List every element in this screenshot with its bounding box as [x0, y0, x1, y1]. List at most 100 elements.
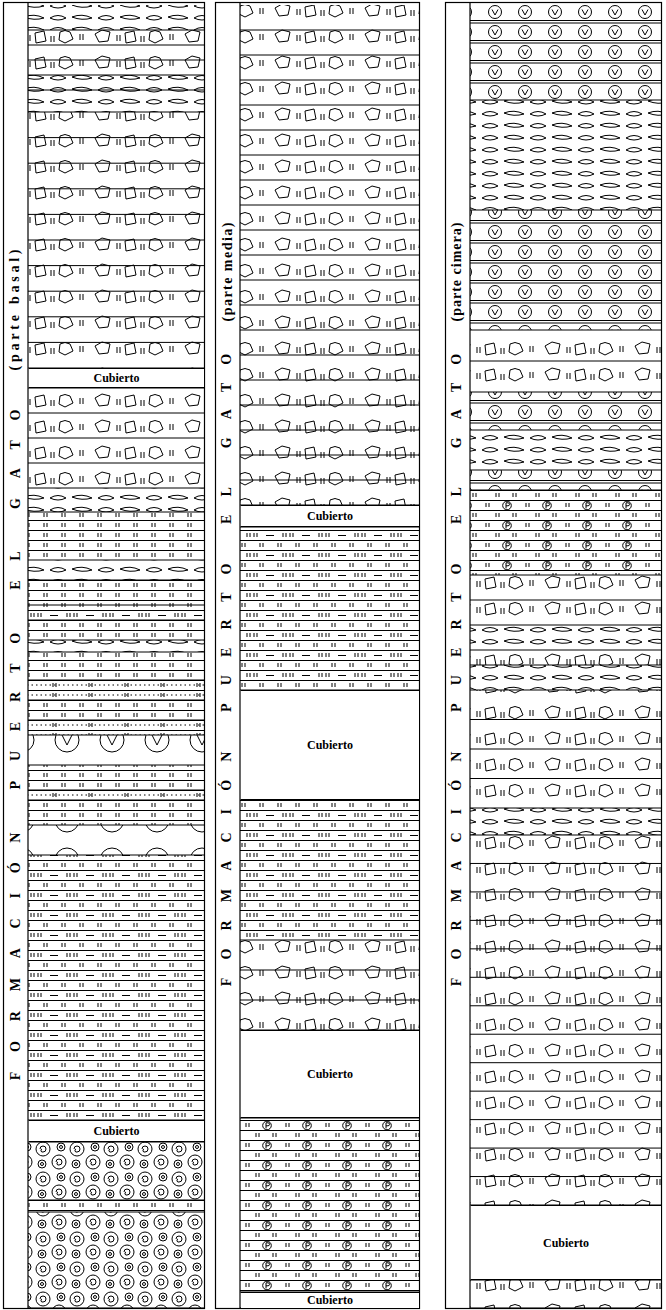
lithology-layer [28, 1212, 205, 1308]
lithology-layer [470, 1280, 662, 1308]
lithology-layer [28, 75, 205, 90]
formation-label: FORMACIÓN PUERTO EL GATO [219, 336, 235, 1005]
formation-label: FORMACIÓN PUERTO EL GATO [449, 336, 465, 1005]
lithology-layer [28, 90, 205, 112]
lithology-layer [240, 305, 420, 330]
lithology-layer [240, 205, 420, 230]
formation-label: (parte basal) [7, 246, 23, 375]
lithology-layer [470, 1091, 662, 1119]
lithology-layer [470, 749, 662, 779]
column-frame [446, 3, 662, 1309]
covered-interval: Cubierto [241, 1292, 420, 1309]
covered-label: Cubierto [93, 1124, 139, 1138]
lithology-layer [28, 1200, 205, 1212]
lithology-layer [28, 1142, 205, 1200]
lithology-layer [470, 920, 662, 948]
lithology-layer [470, 361, 662, 392]
lithology-layer [28, 652, 205, 680]
lithology-layer [28, 463, 205, 488]
lithology-layer [28, 700, 205, 720]
lithology-layer [28, 388, 205, 413]
lithology-layer [240, 5, 420, 30]
lithology-layer [470, 650, 662, 665]
lithology-layer [28, 438, 205, 463]
lithology-layer [28, 855, 205, 1120]
lithology-layer [240, 455, 420, 480]
lithology-layer [28, 214, 205, 240]
lithology-layer [28, 317, 205, 343]
lithology-layer [470, 1034, 662, 1062]
covered-interval: Cubierto [29, 368, 205, 388]
column-frame [4, 3, 205, 1309]
lithology-layer [470, 1177, 662, 1205]
lithology-layer [28, 342, 205, 368]
lithology-layer [240, 940, 420, 970]
lithology-layer [470, 210, 662, 330]
lithology-layer [240, 255, 420, 280]
lithology-layer [470, 892, 662, 920]
lithology-layer [470, 1148, 662, 1176]
lithology-layer [28, 680, 205, 700]
lithology-layer [240, 30, 420, 55]
lithology-layer [470, 470, 662, 490]
lithology-layer [28, 620, 205, 640]
lithology-layer [240, 430, 420, 455]
lithology-layer [240, 1000, 420, 1030]
lithology-layer [240, 80, 420, 105]
lithology-layer [240, 155, 420, 180]
formation-label: (parte cimera) [449, 222, 465, 323]
lithology-layer [240, 130, 420, 155]
lithology-layer [28, 30, 205, 45]
column-frame [216, 3, 420, 1309]
lithology-layer [28, 720, 205, 735]
lithology-layer [470, 690, 662, 720]
lithology-layer [240, 280, 420, 305]
lithology-layer [240, 970, 420, 1000]
lithology-layer [28, 45, 205, 60]
lithology-layer [470, 1120, 662, 1148]
lithology-layer [240, 330, 420, 355]
lithology-layer [28, 291, 205, 317]
lithology-layer [240, 527, 420, 690]
lithology-layer [470, 575, 662, 600]
covered-interval: Cubierto [471, 1205, 662, 1280]
lithology-layer [240, 180, 420, 205]
lithology-layer [28, 790, 205, 800]
lithology-layer [470, 330, 662, 361]
lithology-layer [28, 240, 205, 266]
lithology-layer [470, 863, 662, 891]
lithology-layer [28, 138, 205, 164]
lithology-layer [240, 405, 420, 430]
lithology-layer [470, 600, 662, 625]
covered-label: Cubierto [307, 1293, 353, 1307]
covered-label: Cubierto [307, 509, 353, 523]
covered-interval: Cubierto [241, 690, 420, 800]
covered-label: Cubierto [307, 738, 353, 752]
lithology-layer [470, 1063, 662, 1091]
lithology-layer [470, 392, 662, 430]
covered-label: Cubierto [307, 1067, 353, 1081]
lithology-layer [470, 5, 662, 100]
lithology-layer [28, 266, 205, 292]
covered-interval: Cubierto [241, 1030, 420, 1118]
covered-interval: Cubierto [29, 1120, 205, 1142]
covered-label: Cubierto [543, 1236, 589, 1250]
lithology-layer [470, 100, 662, 210]
lithology-layer [470, 430, 662, 470]
lithology-layer [240, 55, 420, 80]
lithology-layer [240, 380, 420, 405]
lithology-layer [28, 112, 205, 138]
covered-interval: Cubierto [241, 505, 420, 527]
lithology-layer [28, 605, 205, 620]
lithology-layer [28, 5, 205, 30]
lithology-layer [28, 413, 205, 438]
lithology-layer [28, 488, 205, 512]
lithology-layer [28, 800, 205, 825]
lithology-layer [240, 230, 420, 255]
lithology-layer [28, 580, 205, 605]
lithology-layer [470, 808, 662, 835]
lithology-layer [470, 490, 662, 575]
lithology-layer [470, 949, 662, 977]
lithology-layer [240, 480, 420, 505]
lithology-layer [240, 1118, 420, 1292]
